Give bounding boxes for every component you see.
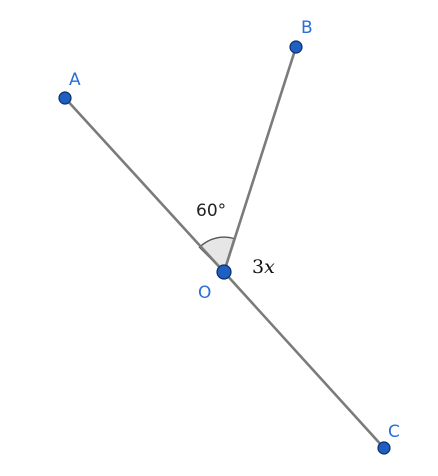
label-o: O xyxy=(198,283,211,303)
angle-boc-coefficient: 3 xyxy=(252,256,264,278)
segment-ao xyxy=(63,96,226,274)
segment-oc xyxy=(222,270,386,450)
point-o[interactable] xyxy=(216,264,232,280)
point-c[interactable] xyxy=(377,441,391,455)
angle-boc-variable: x xyxy=(264,256,275,278)
point-b[interactable] xyxy=(289,40,303,54)
segment-ob xyxy=(222,45,298,274)
angle-boc-label: 3x xyxy=(252,256,275,278)
label-c: C xyxy=(388,422,400,442)
point-a[interactable] xyxy=(58,91,72,105)
label-b: B xyxy=(301,18,313,38)
angle-aob-label: 60° xyxy=(196,201,226,221)
label-a: A xyxy=(69,70,81,90)
